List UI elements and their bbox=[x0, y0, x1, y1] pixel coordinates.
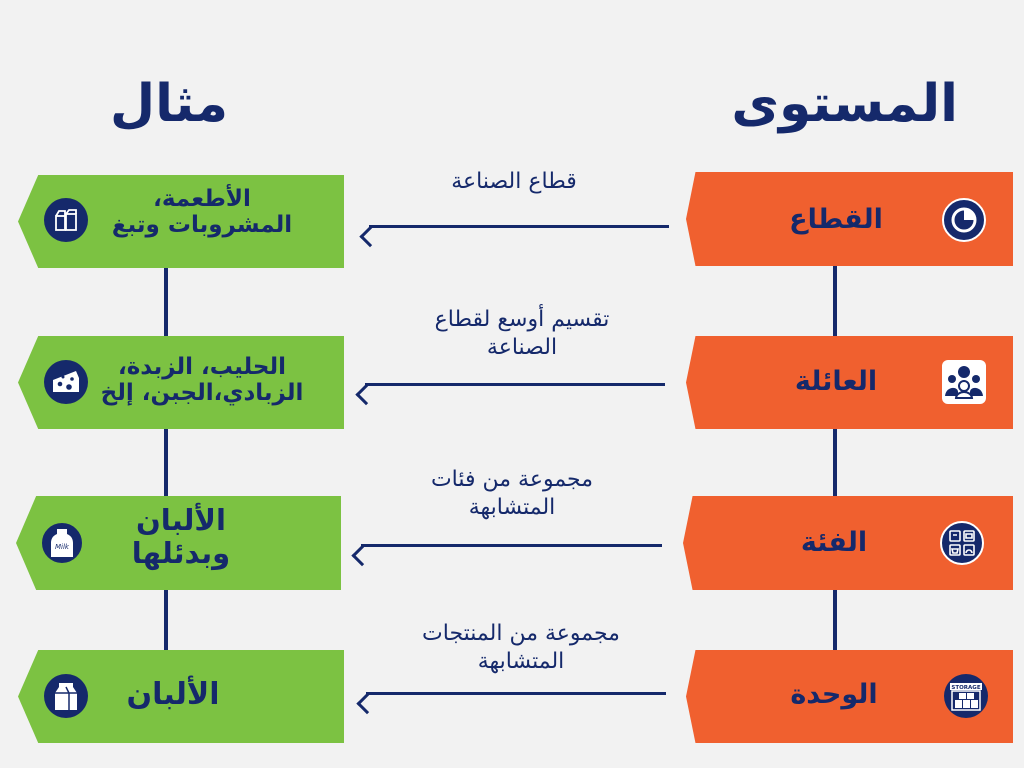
milk-label: Milk bbox=[55, 543, 70, 551]
food-packages-icon bbox=[44, 198, 88, 242]
example-line: وبدئلها bbox=[131, 536, 231, 571]
description-line: تقسيم أوسع لقطاع bbox=[434, 307, 610, 332]
pie-chart-icon bbox=[942, 198, 986, 242]
description-line: مجموعة من المنتجات bbox=[422, 621, 620, 646]
level-column-heading: المستوى bbox=[731, 74, 958, 134]
storage-label: STORAGE bbox=[951, 685, 980, 691]
arrow-row-4 bbox=[366, 692, 666, 695]
example-connector-line bbox=[164, 268, 168, 650]
category-grid-icon bbox=[940, 521, 984, 565]
storage-icon: STORAGE bbox=[944, 674, 988, 718]
description-line: المتشابهة bbox=[468, 494, 556, 520]
level-label-sector: القطاع bbox=[789, 204, 883, 235]
example-line: الألبان bbox=[136, 503, 226, 537]
example-line: الأطعمة، bbox=[153, 186, 251, 212]
arrow-row-2 bbox=[365, 383, 665, 386]
description-line: الصناعة bbox=[486, 334, 558, 360]
example-label-category: الألبان وبدئلها bbox=[90, 503, 272, 571]
example-label-unit: الألبان bbox=[90, 677, 256, 713]
level-connector-line bbox=[833, 265, 837, 650]
description-unit: مجموعة من المنتجات المتشابهة bbox=[371, 620, 671, 675]
level-label-family: العائلة bbox=[794, 366, 878, 397]
example-column-heading: مثال bbox=[110, 74, 229, 134]
arrow-row-3 bbox=[361, 544, 662, 547]
description-category: مجموعة من فئات المتشابهة bbox=[362, 466, 662, 521]
milk-bottle-icon: Milk bbox=[40, 521, 84, 565]
example-line: المشروبات وتبغ bbox=[111, 212, 293, 239]
family-icon bbox=[942, 360, 986, 404]
description-line: المتشابهة bbox=[477, 648, 565, 674]
level-label-category: الفئة bbox=[800, 527, 868, 558]
description-line: مجموعة من فئات bbox=[430, 467, 594, 492]
milk-carton-icon bbox=[44, 674, 88, 718]
example-label-sector: الأطعمة، المشروبات وتبغ bbox=[90, 186, 314, 239]
arrow-row-1 bbox=[369, 225, 669, 228]
description-sector: قطاع الصناعة bbox=[364, 168, 664, 196]
example-line: الزبادي،الجبن، إلخ bbox=[100, 380, 304, 407]
example-line: الحليب، الزبدة، bbox=[117, 354, 287, 380]
description-line: قطاع الصناعة bbox=[451, 169, 577, 194]
description-family: تقسيم أوسع لقطاع الصناعة bbox=[372, 306, 672, 361]
level-label-unit: الوحدة bbox=[790, 679, 878, 710]
cheese-icon bbox=[44, 360, 88, 404]
example-label-family: الحليب، الزبدة، الزبادي،الجبن، إلخ bbox=[90, 354, 314, 407]
example-line: الألبان bbox=[126, 677, 220, 712]
